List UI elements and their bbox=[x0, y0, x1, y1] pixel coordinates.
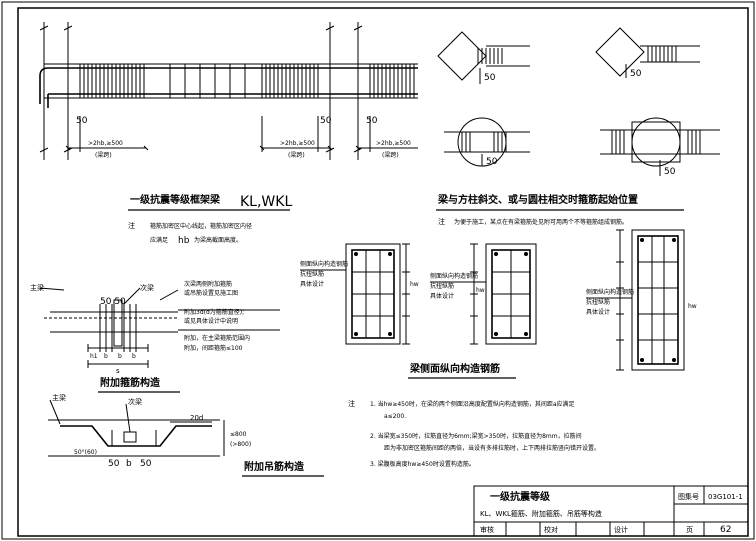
tb-page: 62 bbox=[720, 525, 731, 535]
note-fb-hb: hb bbox=[178, 236, 190, 246]
note-int-prefix: 注 bbox=[438, 217, 445, 226]
zone-sub-2: (梁跨) bbox=[288, 151, 305, 159]
stirrup-b3: b bbox=[132, 353, 136, 360]
note-fb-line1: 箍筋加密区中心线起，箍筋加密区内径 bbox=[150, 222, 252, 230]
zone-sub-3: (梁跨) bbox=[382, 151, 399, 159]
stirrup-h1: h1 bbox=[90, 353, 98, 360]
sec-c-hw: hw bbox=[688, 303, 697, 310]
note-web-prefix: 注 bbox=[348, 399, 355, 408]
title-web-bars: 梁侧面纵向构造钢筋 bbox=[409, 362, 500, 375]
stirrup-detail-drawing bbox=[39, 287, 280, 368]
title-stirrup-detail: 附加箍筋构造 bbox=[100, 376, 161, 389]
hanger-detail-drawing bbox=[48, 399, 225, 457]
note-fb-prefix: 注 bbox=[128, 221, 135, 230]
stirrup-main-beam: 主梁 bbox=[30, 283, 44, 292]
sec-b-hw: hw bbox=[476, 287, 485, 294]
web-c3: 具体设计 bbox=[586, 308, 610, 316]
hanger-h800: ≤800 bbox=[230, 431, 247, 438]
hanger-h800b: (>800) bbox=[230, 441, 251, 448]
dim-50-mid: 50 bbox=[320, 116, 332, 126]
tb-design: 设计 bbox=[614, 525, 628, 534]
inner-border bbox=[17, 7, 749, 537]
sec-a-hw: hw bbox=[410, 281, 419, 288]
frame-beam-elevation bbox=[39, 22, 418, 160]
note-web-3: 3. 梁腹板高度hw≥450时设置构造筋。 bbox=[370, 460, 475, 468]
dim-50-left: 50 bbox=[76, 116, 88, 126]
title-block bbox=[473, 485, 749, 537]
title-intersect: 梁与方柱斜交、或与圆柱相交时箍筋起始位置 bbox=[437, 193, 638, 206]
stirrup-s: s bbox=[116, 367, 120, 375]
title-hanger-detail: 附加吊筋构造 bbox=[244, 460, 305, 473]
section-dots bbox=[354, 238, 676, 362]
note-web-1b: a≤200. bbox=[384, 413, 406, 420]
hanger-50-a: 50 bbox=[108, 459, 120, 469]
hanger-sub-beam: 次梁 bbox=[128, 397, 142, 406]
dim-50-diamond-left: 50 bbox=[484, 73, 496, 83]
stirrup-spacing: 附加，在主梁箍筋范围内 bbox=[184, 334, 250, 342]
note-web-2b: 距为非加密区箍筋间距的两倍，当设有多排拉筋时，上下两排拉筋竖向错开设置。 bbox=[384, 444, 600, 452]
web-b3: 具体设计 bbox=[430, 292, 454, 300]
zone-dim-3: >2hb,≥500 bbox=[376, 140, 411, 147]
dim-50-circle-left: 50 bbox=[486, 157, 498, 167]
web-b2: 抗扭纵筋 bbox=[430, 282, 454, 290]
tb-line1: 一级抗震等级 bbox=[490, 490, 551, 503]
title-frame-beam-code: KL,WKL bbox=[240, 194, 292, 210]
web-c1: 侧面纵向构造钢筋 bbox=[586, 288, 634, 296]
hanger-main-beam: 主梁 bbox=[52, 393, 66, 402]
web-c2: 抗扭纵筋 bbox=[586, 298, 610, 306]
hanger-20d: 20d bbox=[190, 414, 203, 422]
stirrup-dash: 50 50 bbox=[100, 297, 126, 307]
stirrup-spacing2: 附加，间距箍筋≤100 bbox=[184, 344, 243, 352]
zone-dim-1: >2hb,≥500 bbox=[88, 140, 123, 147]
hanger-angle: 50°(60) bbox=[74, 449, 97, 456]
stirrup-note-a: 次梁两侧附加箍筋 bbox=[184, 280, 232, 288]
stirrup-note-b: 或吊筋设置见施工图 bbox=[184, 289, 238, 297]
tb-check: 校对 bbox=[544, 525, 558, 534]
zone-sub-1: (梁跨) bbox=[95, 151, 112, 159]
note-fb-line2b: 为梁高截面高度。 bbox=[194, 236, 242, 244]
web-b1: 侧面纵向构造钢筋 bbox=[430, 272, 478, 280]
dim-50-circle-right: 50 bbox=[664, 167, 676, 177]
web-a3: 具体设计 bbox=[300, 280, 324, 288]
stirrup-sub-beam: 次梁 bbox=[140, 283, 154, 292]
stirrup-b2: b bbox=[118, 353, 122, 360]
note-web-1: 1. 当hw≥450时，在梁的两个侧面沿高度配置纵向构造钢筋，其间距a应满足 bbox=[370, 400, 575, 408]
tb-review: 审核 bbox=[480, 525, 494, 534]
tb-line2: KL、WKL箍筋、附加箍筋、吊筋等构造 bbox=[480, 509, 602, 518]
dim-50-right: 50 bbox=[366, 116, 378, 126]
title-frame-beam: 一级抗震等级框架梁 bbox=[130, 193, 221, 206]
stirrup-len: 附加3d(d为箍筋直径); bbox=[184, 308, 244, 316]
intersection-sketches bbox=[437, 27, 720, 176]
stirrup-len2: 或见具体设计中说明 bbox=[184, 317, 238, 325]
hanger-50-b: 50 bbox=[140, 459, 152, 469]
beam-sections bbox=[300, 229, 685, 371]
tb-drawing-no-label: 图集号 bbox=[678, 492, 699, 501]
note-int-text: 为便于施工，某点在有梁箍筋处见附可用两个不等箍筋组成钢筋。 bbox=[454, 218, 628, 226]
stirrup-b1: b bbox=[104, 353, 108, 360]
web-a2: 抗扭纵筋 bbox=[300, 270, 324, 278]
web-a1: 侧面纵向构造钢筋 bbox=[300, 260, 348, 268]
zone-dim-2: >2hb,≥500 bbox=[280, 140, 315, 147]
note-web-2: 2. 当梁宽≤350时，拉筋直径为6mm;梁宽>350时，拉筋直径为8mm，拉筋… bbox=[370, 432, 582, 440]
tb-page-label: 页 bbox=[686, 526, 693, 534]
note-fb-line2: 应满足 bbox=[150, 236, 168, 244]
tb-drawing-no: 03G101-1 bbox=[708, 493, 743, 501]
hanger-b: b bbox=[126, 459, 132, 469]
dim-50-diamond-right: 50 bbox=[630, 69, 642, 79]
